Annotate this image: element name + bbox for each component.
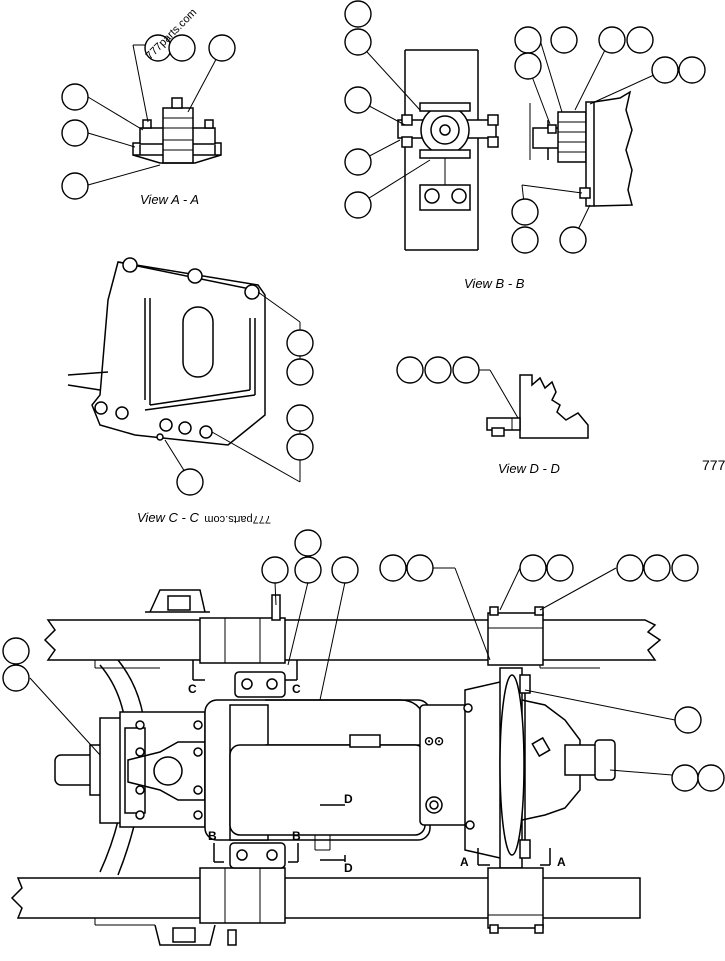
section-mark-a-left: A [460,855,469,869]
frame-rails [10,619,662,926]
view-c-c-label: View C - C [137,510,199,525]
upper-mounts [199,594,544,698]
svg-text:⊙⊙: ⊙⊙ [424,734,444,748]
view-c-c-detail [67,257,266,446]
view-b-b-label: View B - B [464,276,525,291]
output-housing [463,667,616,869]
main-callouts [2,529,725,792]
view-d-d-callouts [396,356,480,384]
upper-bracket [145,589,210,613]
main-leaders [29,567,676,776]
transmission-body: ⊙⊙ [204,699,496,851]
view-d-d-label: View D - D [498,461,560,476]
section-mark-d-lower: D [344,861,353,875]
view-d-d-detail [486,374,589,439]
section-mark-c-left: C [188,682,197,696]
view-c-c-leaders [164,291,301,483]
lower-bracket [154,924,237,946]
view-a-a-detail [132,97,222,164]
section-mark-a-right: A [557,855,566,869]
section-mark-b-left: B [208,829,217,843]
lower-mounts [199,842,544,934]
view-c-c-callouts [176,329,314,496]
page-number: 777 [702,457,725,473]
view-a-a-label: View A - A [140,192,199,207]
view-a-a-leaders [87,44,222,186]
input-shaft-assembly [54,711,233,828]
view-a-a-callouts [61,34,236,200]
section-markers [192,660,551,866]
view-d-d-leaders [478,369,519,419]
section-mark-d-upper: D [344,792,353,806]
section-mark-c-right: C [292,682,301,696]
view-b-b-callouts [344,0,706,254]
section-mark-b-right: B [292,829,301,843]
view-b-b-detail [397,49,633,251]
watermark-middle: 777parts.com [204,513,271,525]
